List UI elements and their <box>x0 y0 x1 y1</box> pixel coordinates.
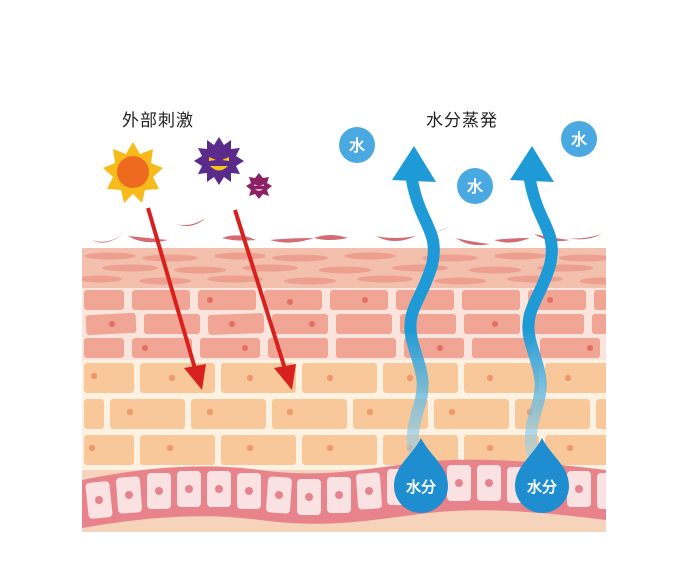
svg-text:水分: 水分 <box>406 478 436 496</box>
svg-text:水: 水 <box>349 136 366 155</box>
moisture-drop-1: 水分 <box>394 438 448 513</box>
moisture-evaporation-label: 水分蒸発 <box>426 111 498 131</box>
stimulus-arrows <box>146 207 296 390</box>
evaporation-arrows <box>392 146 558 458</box>
sun-icon <box>103 142 163 203</box>
water-bubble-1: 水 <box>339 127 375 163</box>
moisture-drop-2: 水分 <box>515 438 569 513</box>
large-virus-icon <box>194 137 244 185</box>
small-virus-icon <box>246 173 272 199</box>
water-bubble-2: 水 <box>457 168 493 204</box>
water-bubble-3: 水 <box>561 121 597 157</box>
external-stimuli-label: 外部刺激 <box>122 111 194 131</box>
svg-text:水分: 水分 <box>527 478 557 496</box>
skin-cross-section <box>82 248 606 532</box>
svg-text:水: 水 <box>467 177 484 196</box>
svg-text:水: 水 <box>571 130 588 149</box>
flaking-scales <box>92 218 602 246</box>
